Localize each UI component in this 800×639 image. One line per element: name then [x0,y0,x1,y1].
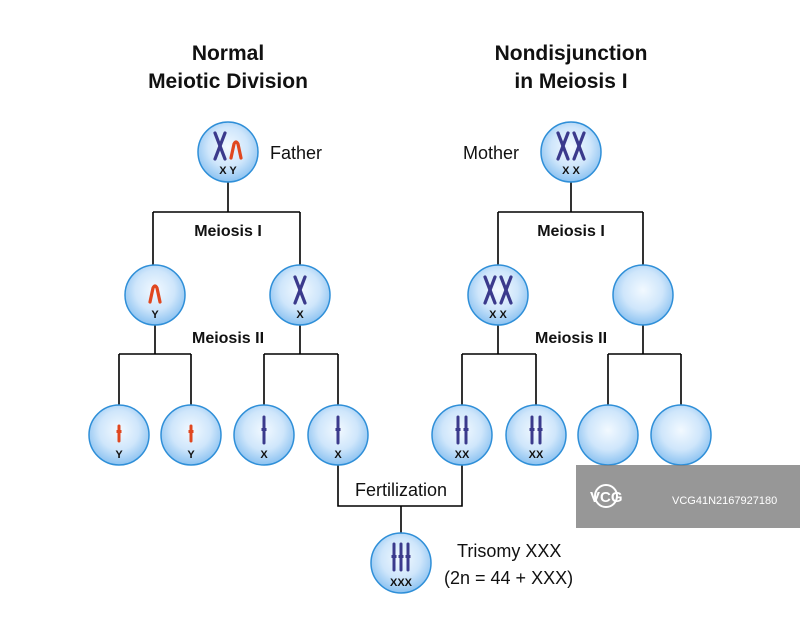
father-m1-cell-x: X [269,264,331,326]
father-m1-cell-y: Y [124,264,186,326]
cell-genotype: XXX [390,577,413,589]
karyotype-label: (2n = 44 + XXX) [444,568,573,588]
gamete-x-2: X [307,404,369,466]
father-cell: X Y [197,121,259,183]
meiosis-i-label-right: Meiosis I [537,223,605,240]
cell-genotype: Y [115,449,123,461]
cell-genotype: Y [151,309,159,321]
gamete-empty-1 [577,404,639,466]
lineage-lines [118,182,682,535]
meiosis-i-label-left: Meiosis I [194,223,262,240]
watermark-logo: VCG [590,489,623,506]
cell-genotype: X [296,309,304,321]
father-genotype: X Y [219,165,237,177]
zygote-cell-xxx: XXX [370,532,432,594]
gamete-empty-2 [650,404,712,466]
mother-cell: X X [540,121,602,183]
watermark: VCG VCG41N2167927180 [576,465,800,528]
mother-label: Mother [463,143,519,163]
father-label: Father [270,143,322,163]
meiosis-ii-label-left: Meiosis II [192,330,264,347]
left-title-line1: Normal [192,42,264,65]
gamete-xx-2: XX [505,404,567,466]
cell-genotype: X [334,449,342,461]
mother-m1-cell-xx: X X [467,264,529,326]
trisomy-label: Trisomy XXX [457,541,561,561]
mother-m1-cell-empty [612,264,674,326]
right-title-line2: in Meiosis I [514,70,627,93]
vcg-logo-icon [594,484,618,508]
cell-genotype: XX [455,449,470,461]
gamete-x-1: X [233,404,295,466]
meiosis-ii-label-right: Meiosis II [535,330,607,347]
right-title-line1: Nondisjunction [495,42,648,65]
mother-genotype: X X [562,165,580,177]
cell-genotype: Y [187,449,195,461]
left-title-line2: Meiotic Division [148,70,308,93]
fertilization-label: Fertilization [355,480,447,500]
gamete-y-1: Y [88,404,150,466]
cell-genotype: X X [489,309,507,321]
gamete-xx-1: XX [431,404,493,466]
cell-genotype: XX [529,449,544,461]
cell-genotype: X [260,449,268,461]
gamete-y-2: Y [160,404,222,466]
watermark-id: VCG41N2167927180 [672,495,777,507]
